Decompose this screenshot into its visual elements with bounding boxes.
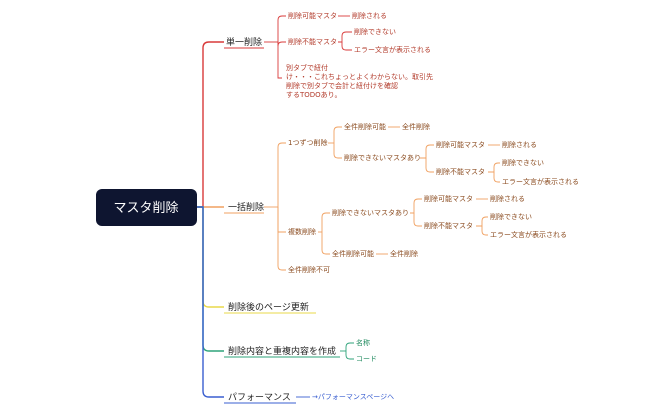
single-note-line-1: 別タブで紐付: [286, 63, 328, 72]
single-note-line-3: 削除で別タブで会計と紐付けを確認: [286, 81, 398, 90]
bulk-multi-undeletable-result-1[interactable]: 削除できない: [490, 212, 532, 221]
bulk-one-has-undeletable-node[interactable]: 削除できないマスタあり: [344, 153, 421, 162]
branch-create-label[interactable]: 削除内容と重複内容を作成: [228, 345, 336, 357]
bulk-multi-deletable-node[interactable]: 削除可能マスタ: [424, 194, 473, 203]
single-subnodes: 削除可能マスタ 削除される 削除不能マスタ 削除できない エラー文言が表示される…: [286, 11, 433, 99]
single-undeletable-result-1[interactable]: 削除できない: [354, 27, 396, 36]
bulk-all-undeletable-node[interactable]: 全件削除不可: [288, 265, 330, 274]
bulk-multi-all-deletable-node[interactable]: 全件削除可能: [332, 249, 374, 258]
single-deletable-result[interactable]: 削除される: [352, 11, 387, 20]
single-connectors: [264, 15, 352, 79]
single-undeletable-node[interactable]: 削除不能マスタ: [288, 37, 337, 46]
bulk-one-undeletable-result-1[interactable]: 削除できない: [502, 158, 544, 167]
bulk-one-deletable-result[interactable]: 削除される: [502, 140, 537, 149]
branch-page-update-label[interactable]: 削除後のページ更新: [228, 301, 309, 313]
connector-page-update: [197, 206, 224, 308]
bulk-multi-undeletable-result-2[interactable]: エラー文言が表示される: [490, 230, 567, 239]
connector-performance: [197, 206, 224, 398]
branch-single-label[interactable]: 単一削除: [226, 36, 262, 48]
branch-bulk-label[interactable]: 一括削除: [228, 201, 264, 213]
single-note-line-2: け・・・これちょっとよくわからない。取引先: [286, 72, 433, 81]
create-connectors: [340, 342, 354, 360]
bulk-one-undeletable-node[interactable]: 削除不能マスタ: [436, 167, 485, 176]
create-subnodes: 名称 コード: [356, 338, 377, 363]
bulk-one-undeletable-result-2[interactable]: エラー文言が表示される: [502, 177, 579, 186]
bulk-one-by-one-node[interactable]: 1つずつ削除: [288, 138, 327, 147]
connector-single: [197, 41, 224, 208]
connector-group: [197, 41, 224, 398]
bulk-one-all-deletable-result[interactable]: 全件削除: [402, 122, 430, 131]
bulk-multiple-node[interactable]: 複数削除: [288, 227, 316, 236]
bulk-multi-all-deletable-result[interactable]: 全件削除: [390, 249, 418, 258]
bulk-connectors: [264, 126, 500, 271]
single-undeletable-result-2[interactable]: エラー文言が表示される: [354, 45, 431, 54]
connector-create: [197, 206, 224, 352]
bulk-multi-deletable-result[interactable]: 削除される: [490, 194, 525, 203]
bulk-subnodes: 1つずつ削除 全件削除可能 全件削除 削除できないマスタあり 削除可能マスタ 削…: [288, 122, 579, 274]
bulk-multi-has-undeletable-node[interactable]: 削除できないマスタあり: [332, 208, 409, 217]
root-node[interactable]: [96, 189, 197, 226]
bulk-one-all-deletable-node[interactable]: 全件削除可能: [344, 122, 386, 131]
branch-performance-label[interactable]: パフォーマンス: [228, 392, 291, 403]
bulk-one-deletable-node[interactable]: 削除可能マスタ: [436, 140, 485, 149]
create-name-node[interactable]: 名称: [356, 338, 370, 347]
single-deletable-node[interactable]: 削除可能マスタ: [288, 11, 337, 20]
performance-page-link[interactable]: →パフォーマンスページへ: [312, 393, 394, 401]
single-note-line-4: するTODOあり。: [286, 91, 342, 99]
root-node-label: マスタ削除: [113, 201, 178, 216]
bulk-multi-undeletable-node[interactable]: 削除不能マスタ: [424, 221, 473, 230]
create-code-node[interactable]: コード: [356, 355, 377, 363]
